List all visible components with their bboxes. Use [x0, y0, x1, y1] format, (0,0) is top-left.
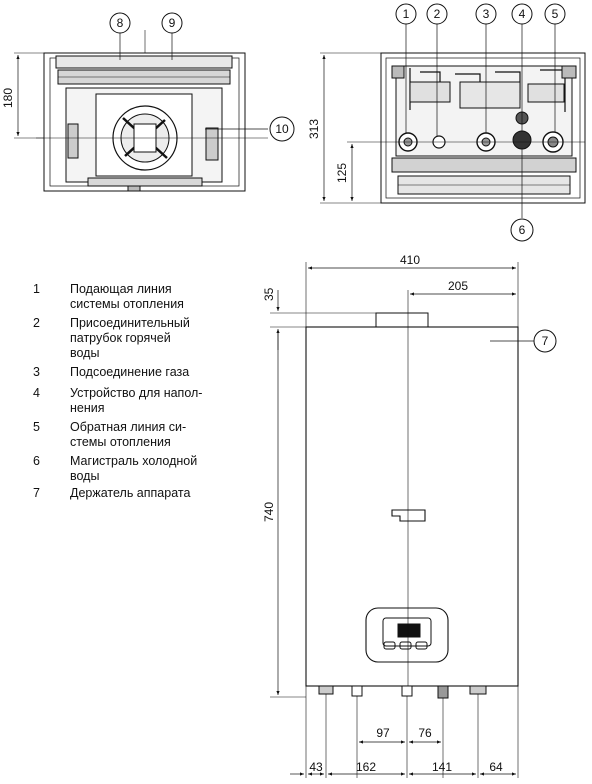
- callout-6: 6: [510, 218, 534, 242]
- front-view: [270, 262, 534, 778]
- legend-text-line: Подающая линия: [70, 282, 172, 296]
- dim-410: 410: [400, 253, 420, 267]
- dim-740: 740: [262, 502, 276, 522]
- legend-text-line: стемы отопления: [70, 435, 171, 449]
- dim-180: 180: [1, 88, 15, 108]
- callout-10: 10: [269, 116, 295, 142]
- top-view-left: [14, 30, 268, 192]
- legend-number: 6: [33, 454, 40, 468]
- legend-text-line: системы отопления: [70, 297, 184, 311]
- callout-3: 3: [475, 3, 497, 25]
- legend-number: 4: [33, 386, 40, 400]
- dim-141: 141: [432, 760, 452, 774]
- legend-text-line: нения: [70, 401, 105, 415]
- legend-text-line: Обратная линия си-: [70, 420, 187, 434]
- svg-text:1: 1: [403, 7, 410, 21]
- legend-text-line: воды: [70, 346, 100, 360]
- svg-text:3: 3: [483, 7, 490, 21]
- dim-313: 313: [307, 119, 321, 139]
- legend-number: 1: [33, 282, 40, 296]
- dim-64: 64: [489, 760, 503, 774]
- svg-text:5: 5: [552, 7, 559, 21]
- svg-text:10: 10: [275, 122, 289, 136]
- svg-text:8: 8: [117, 16, 124, 30]
- dim-35: 35: [262, 287, 276, 301]
- callout-2: 2: [426, 3, 448, 25]
- svg-text:4: 4: [519, 7, 526, 21]
- legend-text-line: Устройство для напол-: [70, 386, 203, 400]
- svg-text:2: 2: [434, 7, 441, 21]
- legend-text-line: Магистраль холодной: [70, 454, 198, 468]
- legend-text-line: Подсоединение газа: [70, 365, 190, 379]
- dim-125: 125: [335, 163, 349, 183]
- svg-text:9: 9: [169, 16, 176, 30]
- legend-number: 7: [33, 486, 40, 500]
- callout-5: 5: [544, 3, 566, 25]
- dim-76: 76: [418, 726, 432, 740]
- dim-205: 205: [448, 279, 468, 293]
- callout-4: 4: [511, 3, 533, 25]
- legend-text-line: Присоединительный: [70, 316, 190, 330]
- callout-9: 9: [161, 12, 183, 34]
- legend-item: 4 Устройство для напол-нения: [28, 386, 258, 416]
- callout-8: 8: [109, 12, 131, 34]
- dim-97: 97: [376, 726, 390, 740]
- legend-number: 3: [33, 365, 40, 379]
- legend-text-line: патрубок горячей: [70, 331, 171, 345]
- callout-1: 1: [395, 3, 417, 25]
- bottom-view-right: [320, 24, 586, 218]
- legend-number: 2: [33, 316, 40, 330]
- svg-text:6: 6: [519, 223, 526, 237]
- dim-43: 43: [309, 760, 323, 774]
- callout-7: 7: [533, 329, 557, 353]
- legend-text-line: Держатель аппарата: [70, 486, 191, 500]
- legend-text-line: воды: [70, 469, 100, 483]
- legend-item: 5 Обратная линия си-стемы отопления: [28, 420, 258, 450]
- legend-item: 7 Держатель аппарата: [28, 486, 258, 501]
- legend-number: 5: [33, 420, 40, 434]
- legend-item: 3 Подсоединение газа: [28, 365, 258, 380]
- dim-162: 162: [356, 760, 376, 774]
- svg-text:7: 7: [542, 334, 549, 348]
